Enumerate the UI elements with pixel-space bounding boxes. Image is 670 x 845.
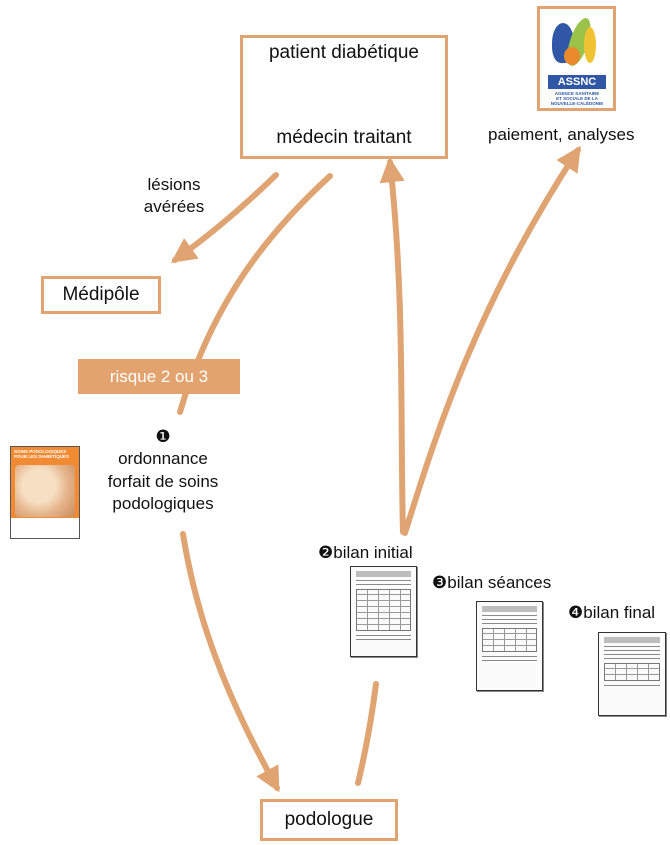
arrow-podologue-to-bilan: [355, 681, 379, 786]
form-header: [604, 637, 660, 643]
bilan-seances-form: [476, 601, 543, 691]
form-rule: [604, 654, 660, 655]
paiement-analyses-label: paiement, analyses: [488, 125, 635, 144]
form-rule: [482, 619, 537, 620]
figure-shape-orange: [564, 47, 580, 65]
ordonnance-line-3: podologiques: [112, 494, 214, 514]
bilan-seances-text: bilan séances: [447, 573, 552, 592]
form-rule: [604, 650, 660, 651]
medecin-traitant-label: médecin traitant: [276, 127, 412, 148]
ordonnance-block: ❶ ordonnance forfait de soins podologiqu…: [88, 426, 238, 516]
assnc-subtitle-line-1: AGENCE SANITAIRE: [554, 91, 600, 96]
arrow-bilan-to-medecin: [379, 156, 406, 535]
brochure-feet-image: [15, 465, 75, 517]
patient-medecin-box: [240, 35, 448, 159]
form-rule: [356, 584, 411, 585]
step-1-badge: ❶: [155, 427, 171, 446]
form-rule: [482, 623, 537, 624]
form-rule: [482, 615, 537, 616]
bilan-initial-label: ❷bilan initial: [318, 542, 448, 564]
arrow-medecin-to-medipole: [170, 172, 279, 263]
form-table: [482, 628, 537, 652]
step-3-badge: ❸: [432, 573, 448, 592]
brochure-title: SOINS PODOLOGIQUES POUR LES DIABÉTIQUES: [11, 447, 79, 460]
form-rule: [356, 635, 411, 636]
bilan-final-label: ❹bilan final: [568, 602, 670, 624]
arrow-ordonnance-to-podologue: [180, 531, 280, 793]
form-rule: [482, 656, 537, 657]
form-header: [356, 571, 411, 577]
brochure-title-line-1: SOINS PODOLOGIQUES: [14, 449, 67, 454]
lesions-line-1: lésions: [147, 175, 201, 194]
assnc-subtitle-line-3: NOUVELLE-CALÉDONIE: [550, 101, 604, 107]
ordonnance-line-1: ordonnance: [118, 449, 208, 469]
step-4-badge: ❹: [568, 603, 584, 622]
bilan-final-form: [598, 632, 666, 716]
figure-shape-yellow: [584, 27, 596, 63]
bilan-initial-text: bilan initial: [333, 543, 413, 562]
form-header: [482, 606, 537, 612]
form-rule: [604, 646, 660, 647]
medipole-box: Médipôle: [41, 276, 161, 314]
podologue-box: podologue: [260, 799, 398, 841]
assnc-logo: ASSNC AGENCE SANITAIRE ET SOCIALE DE LA …: [537, 6, 616, 111]
form-rule: [604, 685, 660, 686]
step-2-badge: ❷: [318, 543, 334, 562]
bilan-initial-form: [350, 566, 417, 657]
risque-badge: risque 2 ou 3: [78, 359, 240, 394]
brochure-thumbnail: SOINS PODOLOGIQUES POUR LES DIABÉTIQUES: [10, 446, 80, 539]
lesions-line-2: avérées: [143, 197, 205, 217]
form-table: [604, 663, 660, 681]
form-rule: [356, 580, 411, 581]
brochure-footer: [11, 518, 79, 538]
assnc-logo-subtitle: AGENCE SANITAIRE ET SOCIALE DE LA NOUVEL…: [542, 91, 612, 107]
arrow-bilan-to-assnc: [402, 145, 581, 536]
brochure-title-line-2: POUR LES DIABÉTIQUES: [14, 453, 70, 459]
assnc-logo-text: ASSNC: [548, 75, 606, 89]
form-rule: [356, 639, 411, 640]
form-rule: [604, 658, 660, 659]
form-rule: [482, 660, 537, 661]
lesions-label: lésions avérées: [130, 174, 218, 219]
assnc-figure-graphic: [550, 15, 602, 73]
bilan-seances-label: ❸bilan séances: [432, 572, 582, 594]
form-table: [356, 589, 411, 631]
bilan-final-text: bilan final: [583, 603, 656, 622]
assnc-subtitle-line-2: ET SOCIALE DE LA: [556, 96, 598, 102]
ordonnance-line-2: forfait de soins: [107, 471, 219, 491]
patient-diabetique-label: patient diabétique: [268, 42, 419, 63]
